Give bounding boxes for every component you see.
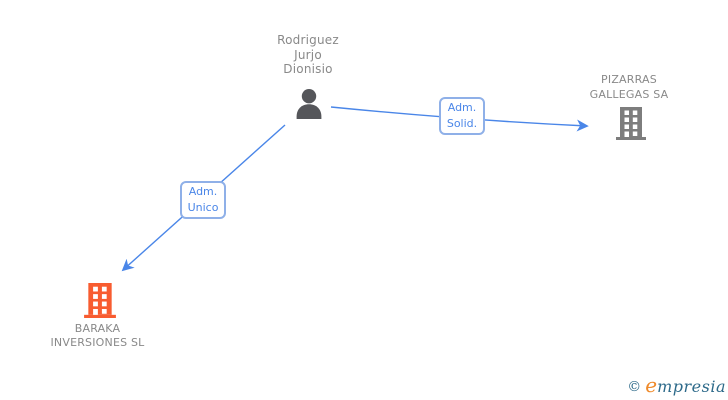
company-node-label-pizarras[interactable]: PIZARRAS GALLEGAS SA [564, 72, 694, 102]
edge-label-line: Unico [187, 201, 219, 214]
company-name-line: PIZARRAS [601, 73, 657, 86]
building-icon[interactable] [82, 283, 118, 318]
person-name-line: Rodriguez [277, 33, 339, 47]
edge-label-line: Adm. [188, 185, 218, 198]
company-node-label-baraka[interactable]: BARAKA INVERSIONES SL [30, 322, 165, 350]
edge-label-adm-unico: Adm. Unico [180, 181, 226, 219]
edge-label-line: Solid. [446, 117, 478, 130]
person-icon[interactable] [293, 89, 325, 119]
edge-label-line: Adm. [447, 101, 477, 114]
brand-initial: e [645, 373, 658, 397]
copyright-symbol: © [627, 379, 642, 395]
edge-label-adm-solid: Adm. Solid. [439, 97, 485, 135]
company-name-line: INVERSIONES SL [50, 336, 145, 349]
empresia-logo[interactable]: ©empresia [627, 373, 726, 397]
company-name-line: BARAKA [74, 322, 121, 335]
company-name-line: GALLEGAS SA [589, 88, 669, 101]
brand-name: mpresia [657, 377, 726, 396]
person-name-line: Dionisio [283, 62, 333, 76]
building-icon[interactable] [616, 107, 646, 140]
person-node-label[interactable]: Rodriguez Jurjo Dionisio [240, 33, 376, 77]
person-name-line: Jurjo [294, 47, 322, 62]
